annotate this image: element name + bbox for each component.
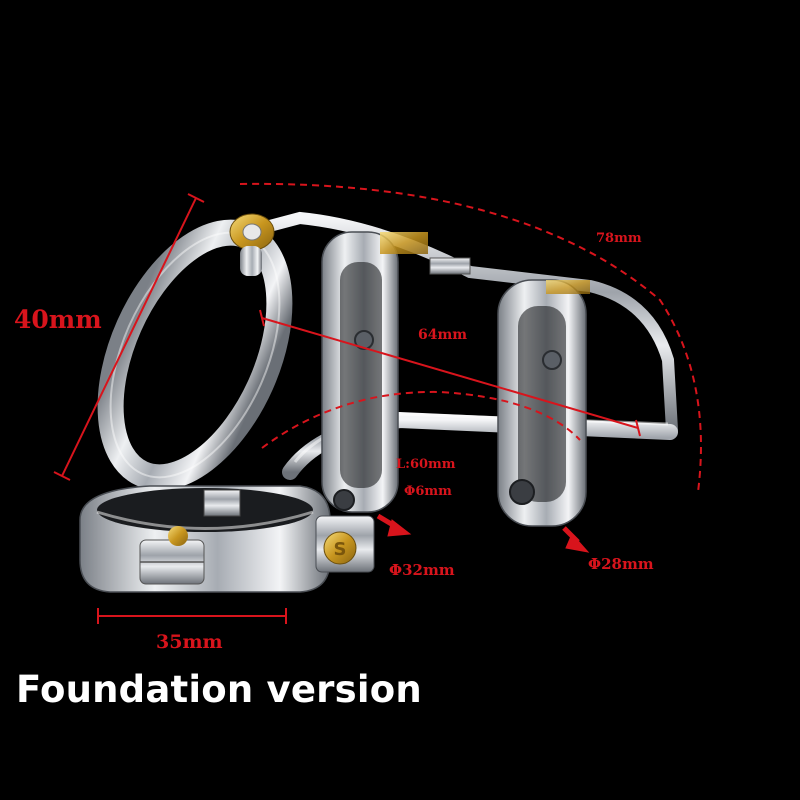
top-bar [256,211,678,436]
dimension-lines [53,182,702,624]
rod-length-label: L:60mm [396,457,456,472]
front-ring [97,219,293,491]
base-ring [79,485,331,593]
rear-ring [497,279,590,527]
rod-diameter-label: Φ6mm [404,484,452,499]
arc-length-label: 78mm [596,231,642,246]
gold-s-lock-icon: S [168,515,375,573]
inner-length-label: 64mm [418,327,468,343]
red-arrow-icon [376,513,590,553]
rear-ring-diameter-label: Φ28mm [588,555,654,573]
gold-lock-pin-icon [229,213,275,276]
base-ring-width-label: 35mm [156,631,223,653]
front-ring-diameter-label: Φ32mm [389,561,455,579]
height-label: 40mm [14,305,102,334]
middle-ring [321,231,428,513]
svg-text:S: S [334,539,347,560]
version-caption: Foundation version [16,668,422,711]
